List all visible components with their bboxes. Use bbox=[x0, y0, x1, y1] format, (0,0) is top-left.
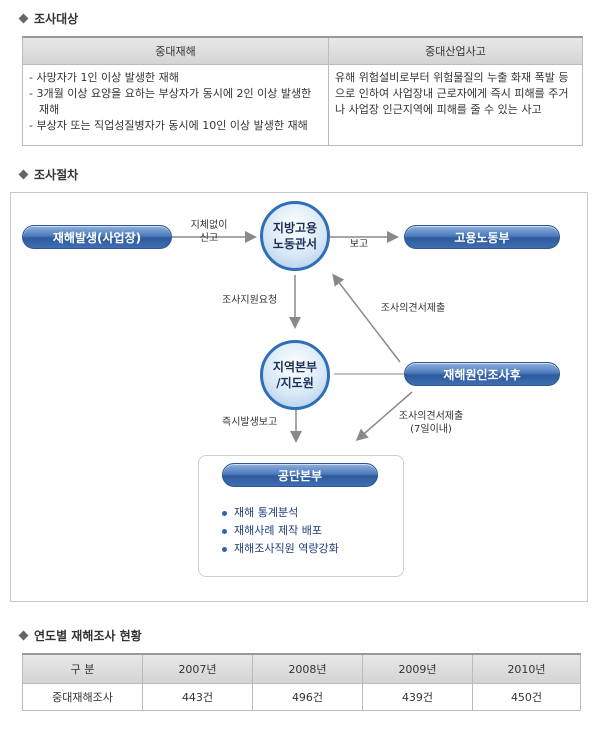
label-notify: 보고 bbox=[349, 239, 369, 250]
value-cell: 439건 bbox=[362, 682, 473, 711]
diamond-bullet-icon bbox=[18, 630, 29, 641]
bullet-icon bbox=[222, 546, 227, 552]
header-category: 구 분 bbox=[22, 653, 143, 684]
section-title-text: 조사대상 bbox=[34, 12, 79, 26]
value-cell: 443건 bbox=[142, 682, 253, 711]
criteria-item: - 3개월 이상 요양을 요하는 부상자가 동시에 2인 이상 발생한 재해 bbox=[29, 86, 312, 116]
header-year: 2007년 bbox=[142, 653, 253, 684]
diamond-bullet-icon bbox=[18, 13, 29, 24]
label-support-request: 조사지원요청 bbox=[222, 295, 278, 306]
node-investigation: 재해원인조사후 bbox=[404, 362, 560, 386]
node-regional-hq: 지역본부 /지도원 bbox=[260, 340, 330, 410]
diamond-bullet-icon bbox=[18, 169, 29, 180]
table-row: 중대재해조사 443건 496건 439건 450건 bbox=[22, 682, 581, 711]
headquarters-task-list: 재해 통계분석 재해사례 제작 배포 재해조사직원 역량강화 bbox=[222, 504, 339, 558]
task-item: 재해조사직원 역량강화 bbox=[222, 540, 339, 558]
industrial-accident-definition: 유해 위험설비로부터 위험물질의 누출 화재 폭발 등으로 인하여 사업장내 근… bbox=[328, 63, 583, 146]
row-label: 중대재해조사 bbox=[22, 682, 143, 711]
node-regional-office: 지방고용 노동관서 bbox=[260, 201, 330, 271]
section-title-target: 조사대상 bbox=[18, 10, 79, 27]
node-ministry: 고용노동부 bbox=[404, 225, 560, 249]
label-opinion-submit: 조사의견서제출 bbox=[380, 303, 446, 314]
target-table: 중대재해 중대산업사고 - 사망자가 1인 이상 발생한 재해 - 3개월 이상… bbox=[22, 36, 583, 146]
task-item: 재해 통계분석 bbox=[222, 504, 339, 522]
label-opinion-submit-7days: 조사의견서제출 (7일이내) bbox=[398, 411, 464, 435]
section-title-procedure: 조사절차 bbox=[18, 166, 79, 183]
section-title-text: 조사절차 bbox=[34, 168, 79, 182]
label-report: 지체없이 신고 bbox=[190, 220, 228, 244]
bullet-icon bbox=[222, 528, 227, 534]
status-table: 구 분 2007년 2008년 2009년 2010년 중대재해조사 443건 … bbox=[22, 653, 581, 711]
section-title-status: 연도별 재해조사 현황 bbox=[18, 627, 142, 644]
major-accident-criteria: - 사망자가 1인 이상 발생한 재해 - 3개월 이상 요양을 요하는 부상자… bbox=[22, 63, 329, 146]
criteria-item: - 부상자 또는 직업성질병자가 동시에 10인 이상 발생한 재해 bbox=[29, 118, 308, 132]
section-title-text: 연도별 재해조사 현황 bbox=[34, 629, 142, 643]
label-immediate-report: 즉시발생보고 bbox=[222, 417, 278, 428]
value-cell: 450건 bbox=[472, 682, 581, 711]
header-major-accident: 중대재해 bbox=[22, 36, 329, 65]
node-headquarters: 공단본부 bbox=[222, 463, 378, 487]
header-year: 2010년 bbox=[472, 653, 581, 684]
header-year: 2009년 bbox=[362, 653, 473, 684]
header-major-industrial-accident: 중대산업사고 bbox=[328, 36, 583, 65]
header-year: 2008년 bbox=[252, 653, 363, 684]
task-item: 재해사례 제작 배포 bbox=[222, 522, 339, 540]
value-cell: 496건 bbox=[252, 682, 363, 711]
bullet-icon bbox=[222, 510, 227, 516]
criteria-item: - 사망자가 1인 이상 발생한 재해 bbox=[29, 70, 179, 84]
node-occurrence: 재해발생(사업장) bbox=[22, 225, 172, 249]
